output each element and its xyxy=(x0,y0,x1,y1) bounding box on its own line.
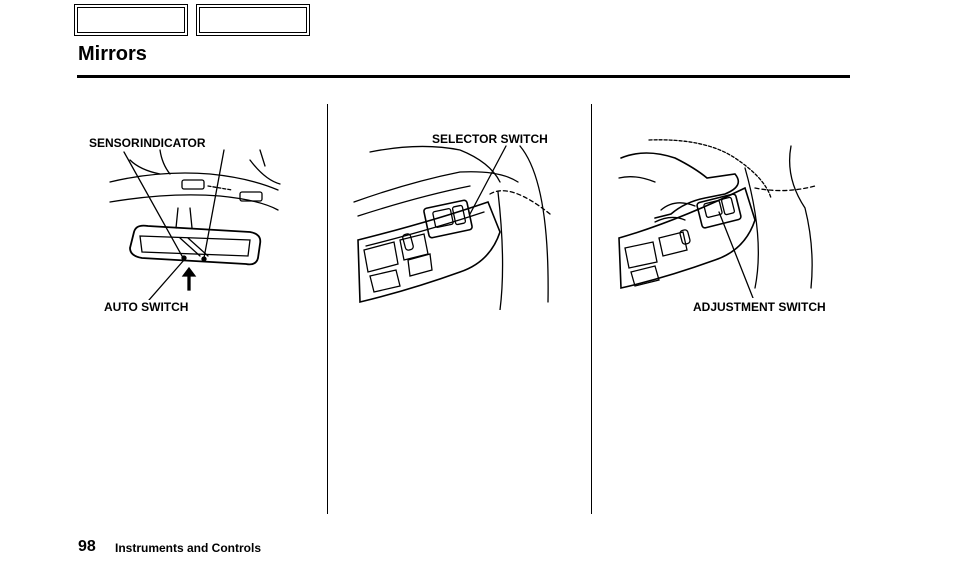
nav-button-2[interactable] xyxy=(196,4,310,36)
indicator-label: INDICATOR xyxy=(140,136,206,150)
column-divider xyxy=(327,104,328,514)
sensor-label: SENSOR xyxy=(89,136,140,150)
nav-button-1[interactable] xyxy=(74,4,188,36)
adjustment-switch-illustration xyxy=(618,139,816,298)
column-divider xyxy=(591,104,592,514)
selector-switch-illustration xyxy=(353,145,551,310)
adjustment-switch-label: ADJUSTMENT SWITCH xyxy=(693,300,826,314)
selector-switch-label: SELECTOR SWITCH xyxy=(432,132,548,146)
title-rule xyxy=(77,75,850,78)
page-number: 98 xyxy=(78,538,96,555)
auto-switch-label: AUTO SWITCH xyxy=(104,300,189,314)
page-title: Mirrors xyxy=(78,43,147,65)
section-name: Instruments and Controls xyxy=(115,541,262,555)
rearview-mirror-illustration xyxy=(109,149,281,300)
